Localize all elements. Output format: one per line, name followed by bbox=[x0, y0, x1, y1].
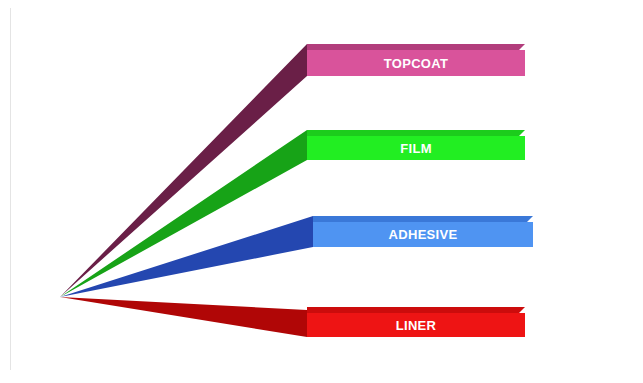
topcoat-label-box: TOPCOAT bbox=[307, 50, 525, 76]
layer-name: ADHESIVE bbox=[389, 227, 458, 242]
liner-label-box: LINER bbox=[307, 313, 525, 337]
film-wedge bbox=[60, 130, 525, 297]
adhesive-wedge bbox=[60, 216, 533, 297]
topcoat-wedge bbox=[60, 44, 525, 297]
layer-name: FILM bbox=[400, 141, 432, 156]
adhesive-label-box: ADHESIVE bbox=[313, 222, 533, 247]
liner-wedge bbox=[60, 297, 307, 337]
film-label-box: FILM bbox=[307, 136, 525, 160]
layer-name: TOPCOAT bbox=[384, 56, 448, 71]
frame-line bbox=[10, 8, 11, 370]
layer-name: LINER bbox=[396, 318, 437, 333]
